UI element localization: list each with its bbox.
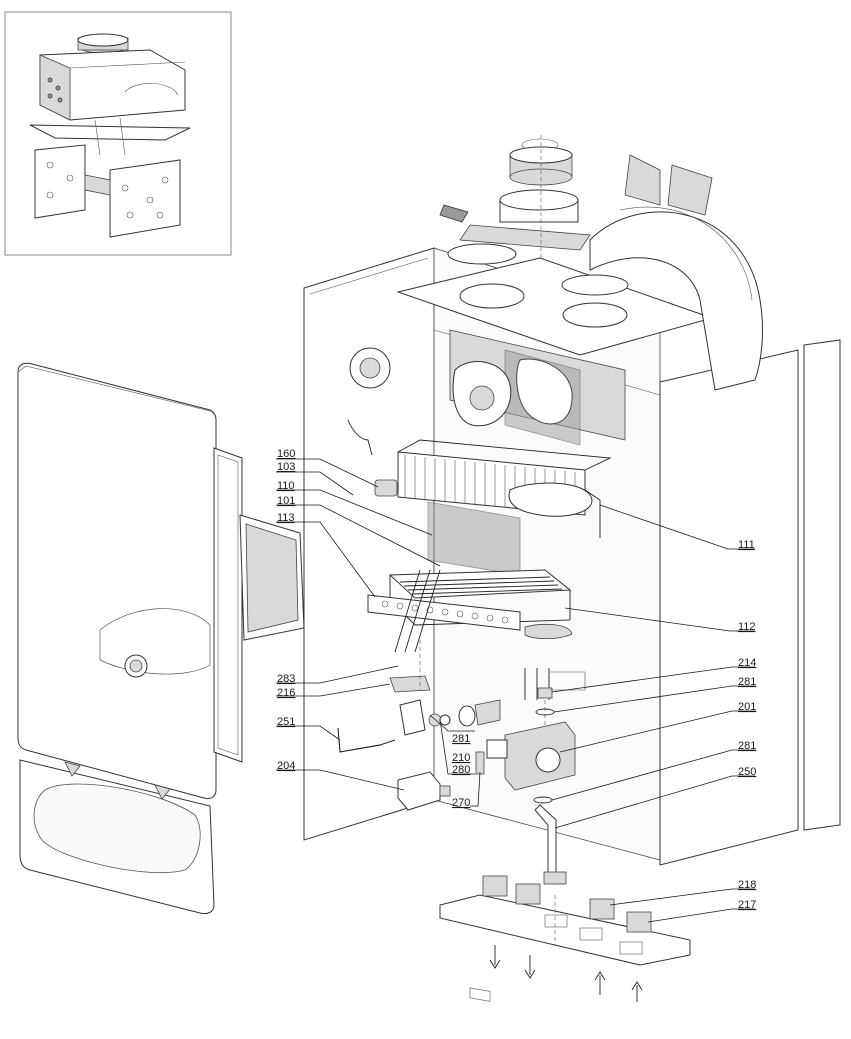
label-101: 101 xyxy=(277,495,295,507)
label-281-right: 281 xyxy=(738,740,756,752)
gas-valve-assembly xyxy=(337,668,586,885)
part-labels: 160 103 110 101 113 111 112 214 283 281 … xyxy=(277,448,756,911)
label-103: 103 xyxy=(277,461,295,473)
label-201: 201 xyxy=(738,701,756,713)
centre-lines xyxy=(419,135,546,725)
leader-lines xyxy=(276,458,755,923)
label-214: 214 xyxy=(738,657,756,669)
heat-exchanger xyxy=(374,439,612,538)
label-280: 280 xyxy=(452,764,470,776)
label-113: 113 xyxy=(277,512,295,524)
label-216: 216 xyxy=(277,687,295,699)
label-111: 111 xyxy=(738,539,755,551)
label-160: 160 xyxy=(277,448,295,460)
label-281-mid: 281 xyxy=(452,733,470,745)
label-251: 251 xyxy=(277,716,295,728)
label-217: 217 xyxy=(738,899,756,911)
label-250: 250 xyxy=(738,766,756,778)
inset-thumbnail xyxy=(4,11,232,256)
connection-manifold xyxy=(439,875,691,1002)
label-110: 110 xyxy=(277,480,295,492)
label-270: 270 xyxy=(452,797,470,809)
label-283: 283 xyxy=(277,673,295,685)
burner xyxy=(367,569,573,653)
inner-panel xyxy=(213,447,305,763)
label-218: 218 xyxy=(738,879,756,891)
label-281-top: 281 xyxy=(738,676,756,688)
label-112: 112 xyxy=(738,621,756,633)
label-210: 210 xyxy=(452,752,470,764)
label-204: 204 xyxy=(277,760,295,772)
front-cover xyxy=(17,362,217,915)
